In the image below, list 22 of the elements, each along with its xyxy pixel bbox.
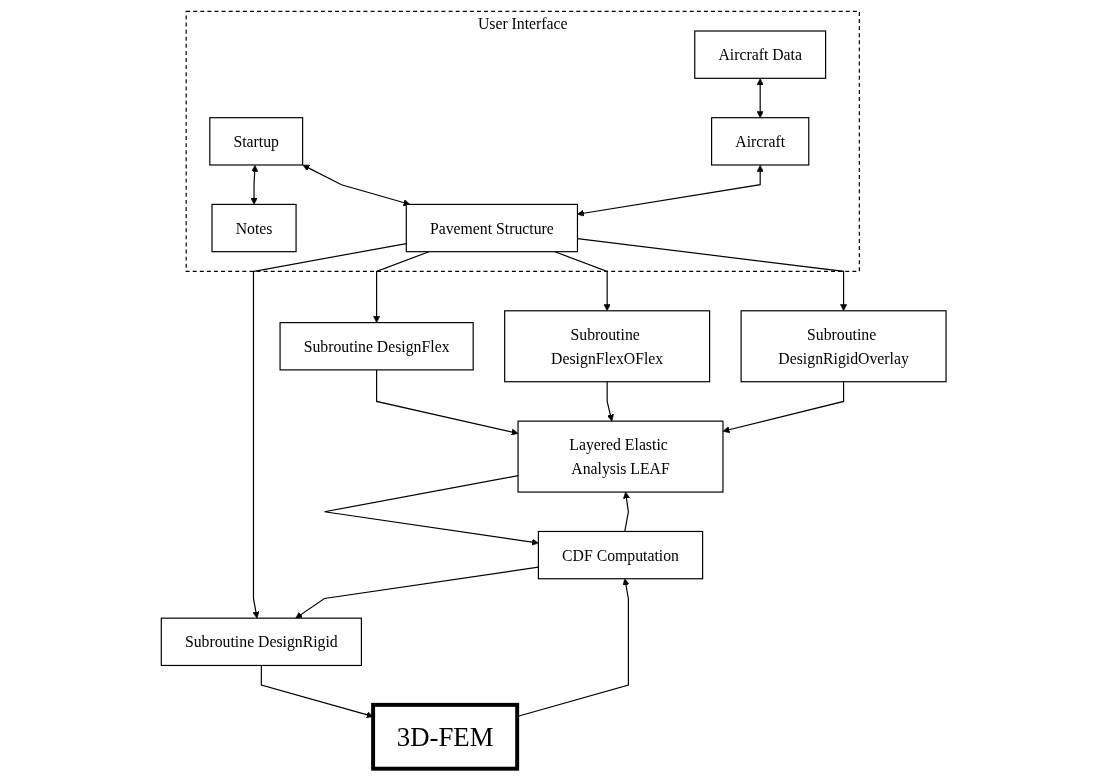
- node-box: Layered Elastic Analysis LEAF: [517, 420, 724, 493]
- arrow: [623, 491, 631, 533]
- node-box: Startup: [209, 117, 304, 166]
- arrow: [757, 78, 764, 118]
- node-box: Aircraft Data: [694, 30, 827, 79]
- arrow: [373, 251, 430, 323]
- arrow: [302, 164, 411, 206]
- node-box: Notes: [211, 203, 297, 253]
- node-box: 3D-FEM: [371, 702, 520, 771]
- arrow: [577, 165, 764, 217]
- node-box: Subroutine DesignFlexOFlex: [504, 310, 711, 383]
- node-box: CDF Computation: [538, 530, 704, 580]
- arrow: [250, 165, 259, 205]
- node-box: Subroutine DesignRigidOverlay: [740, 310, 947, 383]
- arrow: [606, 381, 615, 422]
- arrow: [577, 238, 848, 312]
- node-box: Pavement Structure: [406, 203, 579, 253]
- node-box: Aircraft: [711, 117, 810, 166]
- arrow: [376, 369, 519, 436]
- node-box: Subroutine DesignRigid: [161, 617, 363, 667]
- arrow: [554, 251, 611, 312]
- node-box: Subroutine DesignFlex: [279, 322, 475, 371]
